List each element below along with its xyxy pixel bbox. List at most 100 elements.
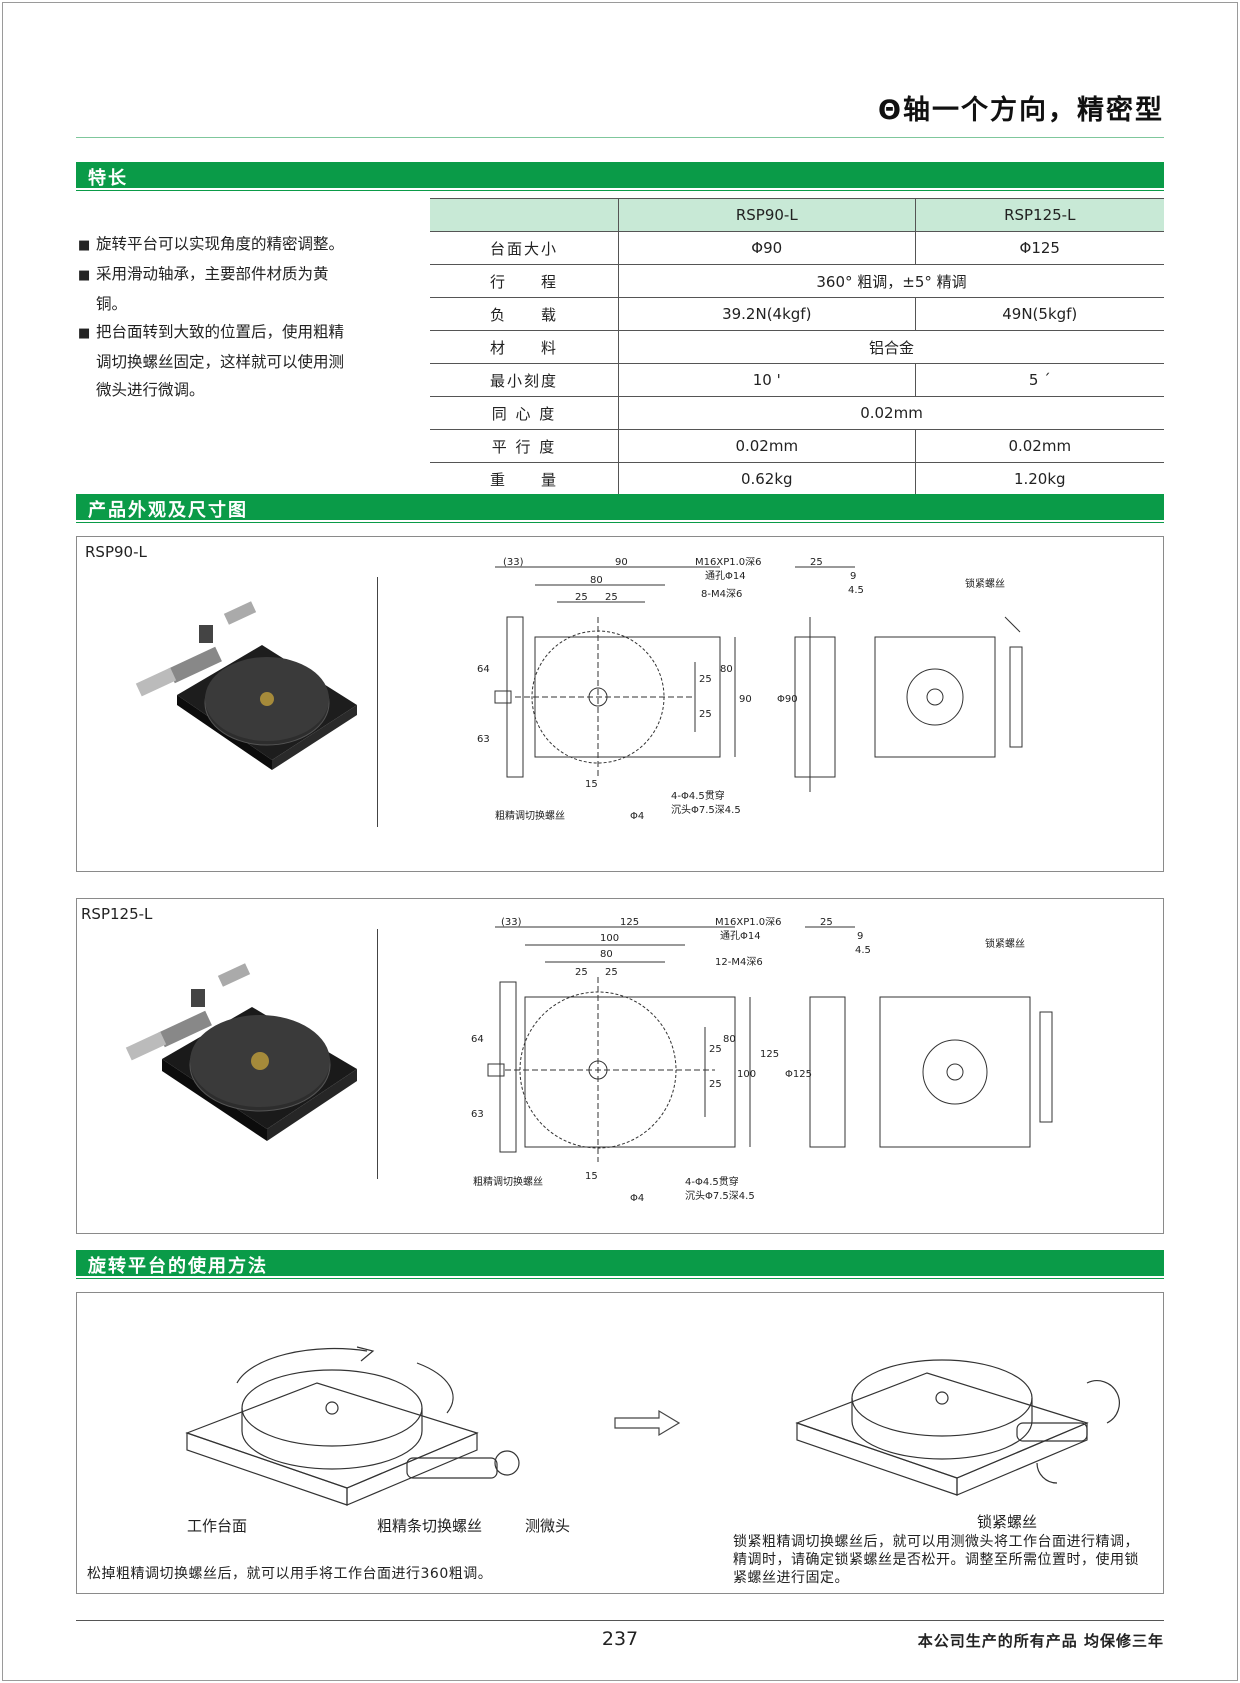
dim-label: 80	[600, 949, 613, 960]
warranty-note: 本公司生产的所有产品 均保修三年	[917, 1632, 1164, 1650]
dim-label: 63	[477, 734, 490, 745]
spec-header-model: RSP125-L	[914, 198, 1164, 232]
dim-label: 125	[760, 1049, 779, 1060]
dim-label: 15	[585, 779, 598, 790]
section-title-usage: 旋转平台的使用方法	[88, 1256, 268, 1277]
spec-value: Φ90	[618, 231, 916, 265]
dim-label: 25	[810, 557, 823, 568]
dim-label: M16XP1.0深6	[715, 917, 782, 928]
dim-label: 4.5	[855, 945, 871, 956]
spec-label: 最小刻度	[430, 363, 619, 397]
section-band-dimensions: 产品外观及尺寸图	[76, 494, 1164, 523]
footer-rule	[76, 1620, 1164, 1621]
callout-table: 工作台面	[187, 1517, 248, 1535]
dimension-drawing-rsp125: (33) 125 100 80 25 25 M16XP1.0深6 通孔Φ14 1…	[471, 917, 1053, 1204]
feature-item: 采用滑动轴承，主要部件材质为黄铜。	[78, 260, 348, 318]
spec-label: 同 心 度	[430, 396, 619, 430]
spec-value: 39.2N(4kgf)	[618, 297, 916, 331]
section-band-usage: 旋转平台的使用方法	[76, 1250, 1164, 1279]
spec-label: 行 程	[430, 264, 619, 298]
dim-label: 63	[471, 1109, 484, 1120]
dim-label: 粗精调切换螺丝	[473, 1175, 543, 1188]
spec-header-model: RSP90-L	[618, 198, 916, 232]
drawing-box-rsp125: RSP125-L	[76, 898, 1164, 1234]
model-label: RSP90-L	[85, 543, 147, 561]
spec-value: 10 '	[618, 363, 916, 397]
spec-row-size: 台面大小 Φ90 Φ125	[430, 231, 1164, 265]
dim-label: 通孔Φ14	[720, 930, 761, 942]
dim-label: 80	[720, 664, 733, 675]
title-rule	[76, 137, 1164, 138]
spec-label: 材 料	[430, 330, 619, 364]
dim-label: (33)	[503, 557, 524, 568]
usage-illustration-fine	[795, 1359, 1120, 1496]
arrow-right-icon	[614, 1409, 681, 1437]
drawing-box-rsp90: RSP90-L	[76, 536, 1164, 872]
usage-box: 工作台面 粗精条切换螺丝 测微头 锁紧螺丝 松掉粗精调切换螺丝后，就可以用手将工…	[76, 1292, 1164, 1594]
spec-row-parallelism: 平 行 度 0.02mm 0.02mm	[430, 429, 1164, 463]
spec-value: 铝合金	[618, 330, 1164, 364]
dimension-drawing-rsp90: (33) 90 80 25 25 M16XP1.0深6 通孔Φ14 8-M4深6…	[477, 557, 1023, 822]
callout-switch: 粗精条切换螺丝	[377, 1517, 483, 1535]
dim-label: 4.5	[848, 585, 864, 596]
dim-label: 通孔Φ14	[705, 570, 746, 582]
dim-label: 9	[850, 571, 856, 582]
separator	[377, 929, 378, 1179]
product-photo-rsp125	[125, 963, 357, 1141]
page-title: Θ轴一个方向，精密型	[878, 95, 1164, 126]
dim-label: 9	[857, 931, 863, 942]
dim-label: 25	[820, 917, 833, 928]
feature-item: 把台面转到大致的位置后，使用粗精调切换螺丝固定，这样就可以使用测微头进行微调。	[78, 318, 348, 404]
dim-label: 25	[699, 674, 712, 685]
dim-label: Φ4	[630, 1193, 644, 1204]
spec-value: 0.02mm	[618, 396, 1164, 430]
dim-label: 15	[585, 1171, 598, 1182]
spec-value: 49N(5kgf)	[914, 297, 1164, 331]
dim-label: M16XP1.0深6	[695, 557, 762, 568]
dim-label: 25	[605, 967, 618, 978]
dim-label: 沉头Φ7.5深4.5	[685, 1189, 755, 1202]
section-title-dimensions: 产品外观及尺寸图	[88, 500, 248, 521]
dim-label: 锁紧螺丝	[965, 577, 1005, 590]
spec-value: 0.62kg	[618, 462, 916, 496]
usage-text-fine: 锁紧粗精调切换螺丝后，就可以用测微头将工作台面进行精调，精调时，请确定锁紧螺丝是…	[733, 1534, 1139, 1586]
spec-row-load: 负 载 39.2N(4kgf) 49N(5kgf)	[430, 297, 1164, 331]
product-photo-rsp90	[135, 601, 357, 770]
dim-label: 80	[723, 1034, 736, 1045]
usage-illustration-coarse	[185, 1346, 520, 1506]
dim-label: (33)	[501, 917, 522, 928]
dim-label: 125	[620, 917, 639, 928]
spec-label: 台面大小	[430, 231, 619, 265]
dim-label: 8-M4深6	[701, 588, 742, 600]
dim-label: 80	[590, 575, 603, 586]
feature-list: 旋转平台可以实现角度的精密调整。 采用滑动轴承，主要部件材质为黄铜。 把台面转到…	[78, 230, 348, 404]
spec-value: 360° 粗调，±5° 精调	[618, 264, 1164, 298]
spec-label: 负 载	[430, 297, 619, 331]
spec-value: 5 ´	[914, 363, 1164, 397]
dim-label: 25	[605, 592, 618, 603]
dim-label: 64	[477, 664, 490, 675]
dim-label: 25	[709, 1044, 722, 1055]
dim-label: 25	[699, 709, 712, 720]
dim-label: 25	[575, 967, 588, 978]
spec-row-stroke: 行 程 360° 粗调，±5° 精调	[430, 264, 1164, 298]
separator	[377, 577, 378, 827]
spec-header-empty	[430, 198, 619, 232]
spec-row-material: 材 料 铝合金	[430, 330, 1164, 364]
spec-label: 重 量	[430, 462, 619, 496]
dim-label: 沉头Φ7.5深4.5	[671, 803, 741, 816]
spec-row-concentricity: 同 心 度 0.02mm	[430, 396, 1164, 430]
dim-label: 25	[575, 592, 588, 603]
usage-text-coarse: 松掉粗精调切换螺丝后，就可以用手将工作台面进行360粗调。	[87, 1566, 493, 1582]
spec-label: 平 行 度	[430, 429, 619, 463]
spec-table: RSP90-L RSP125-L 台面大小 Φ90 Φ125 行 程 360° …	[430, 198, 1164, 496]
dim-label: 锁紧螺丝	[985, 937, 1025, 950]
model-label: RSP125-L	[81, 905, 153, 923]
feature-item: 旋转平台可以实现角度的精密调整。	[78, 230, 348, 260]
dim-label: 25	[709, 1079, 722, 1090]
spec-value: 1.20kg	[914, 462, 1164, 496]
callout-lock: 锁紧螺丝	[977, 1513, 1038, 1531]
dim-label: Φ4	[630, 811, 644, 822]
spec-header-row: RSP90-L RSP125-L	[430, 198, 1164, 232]
